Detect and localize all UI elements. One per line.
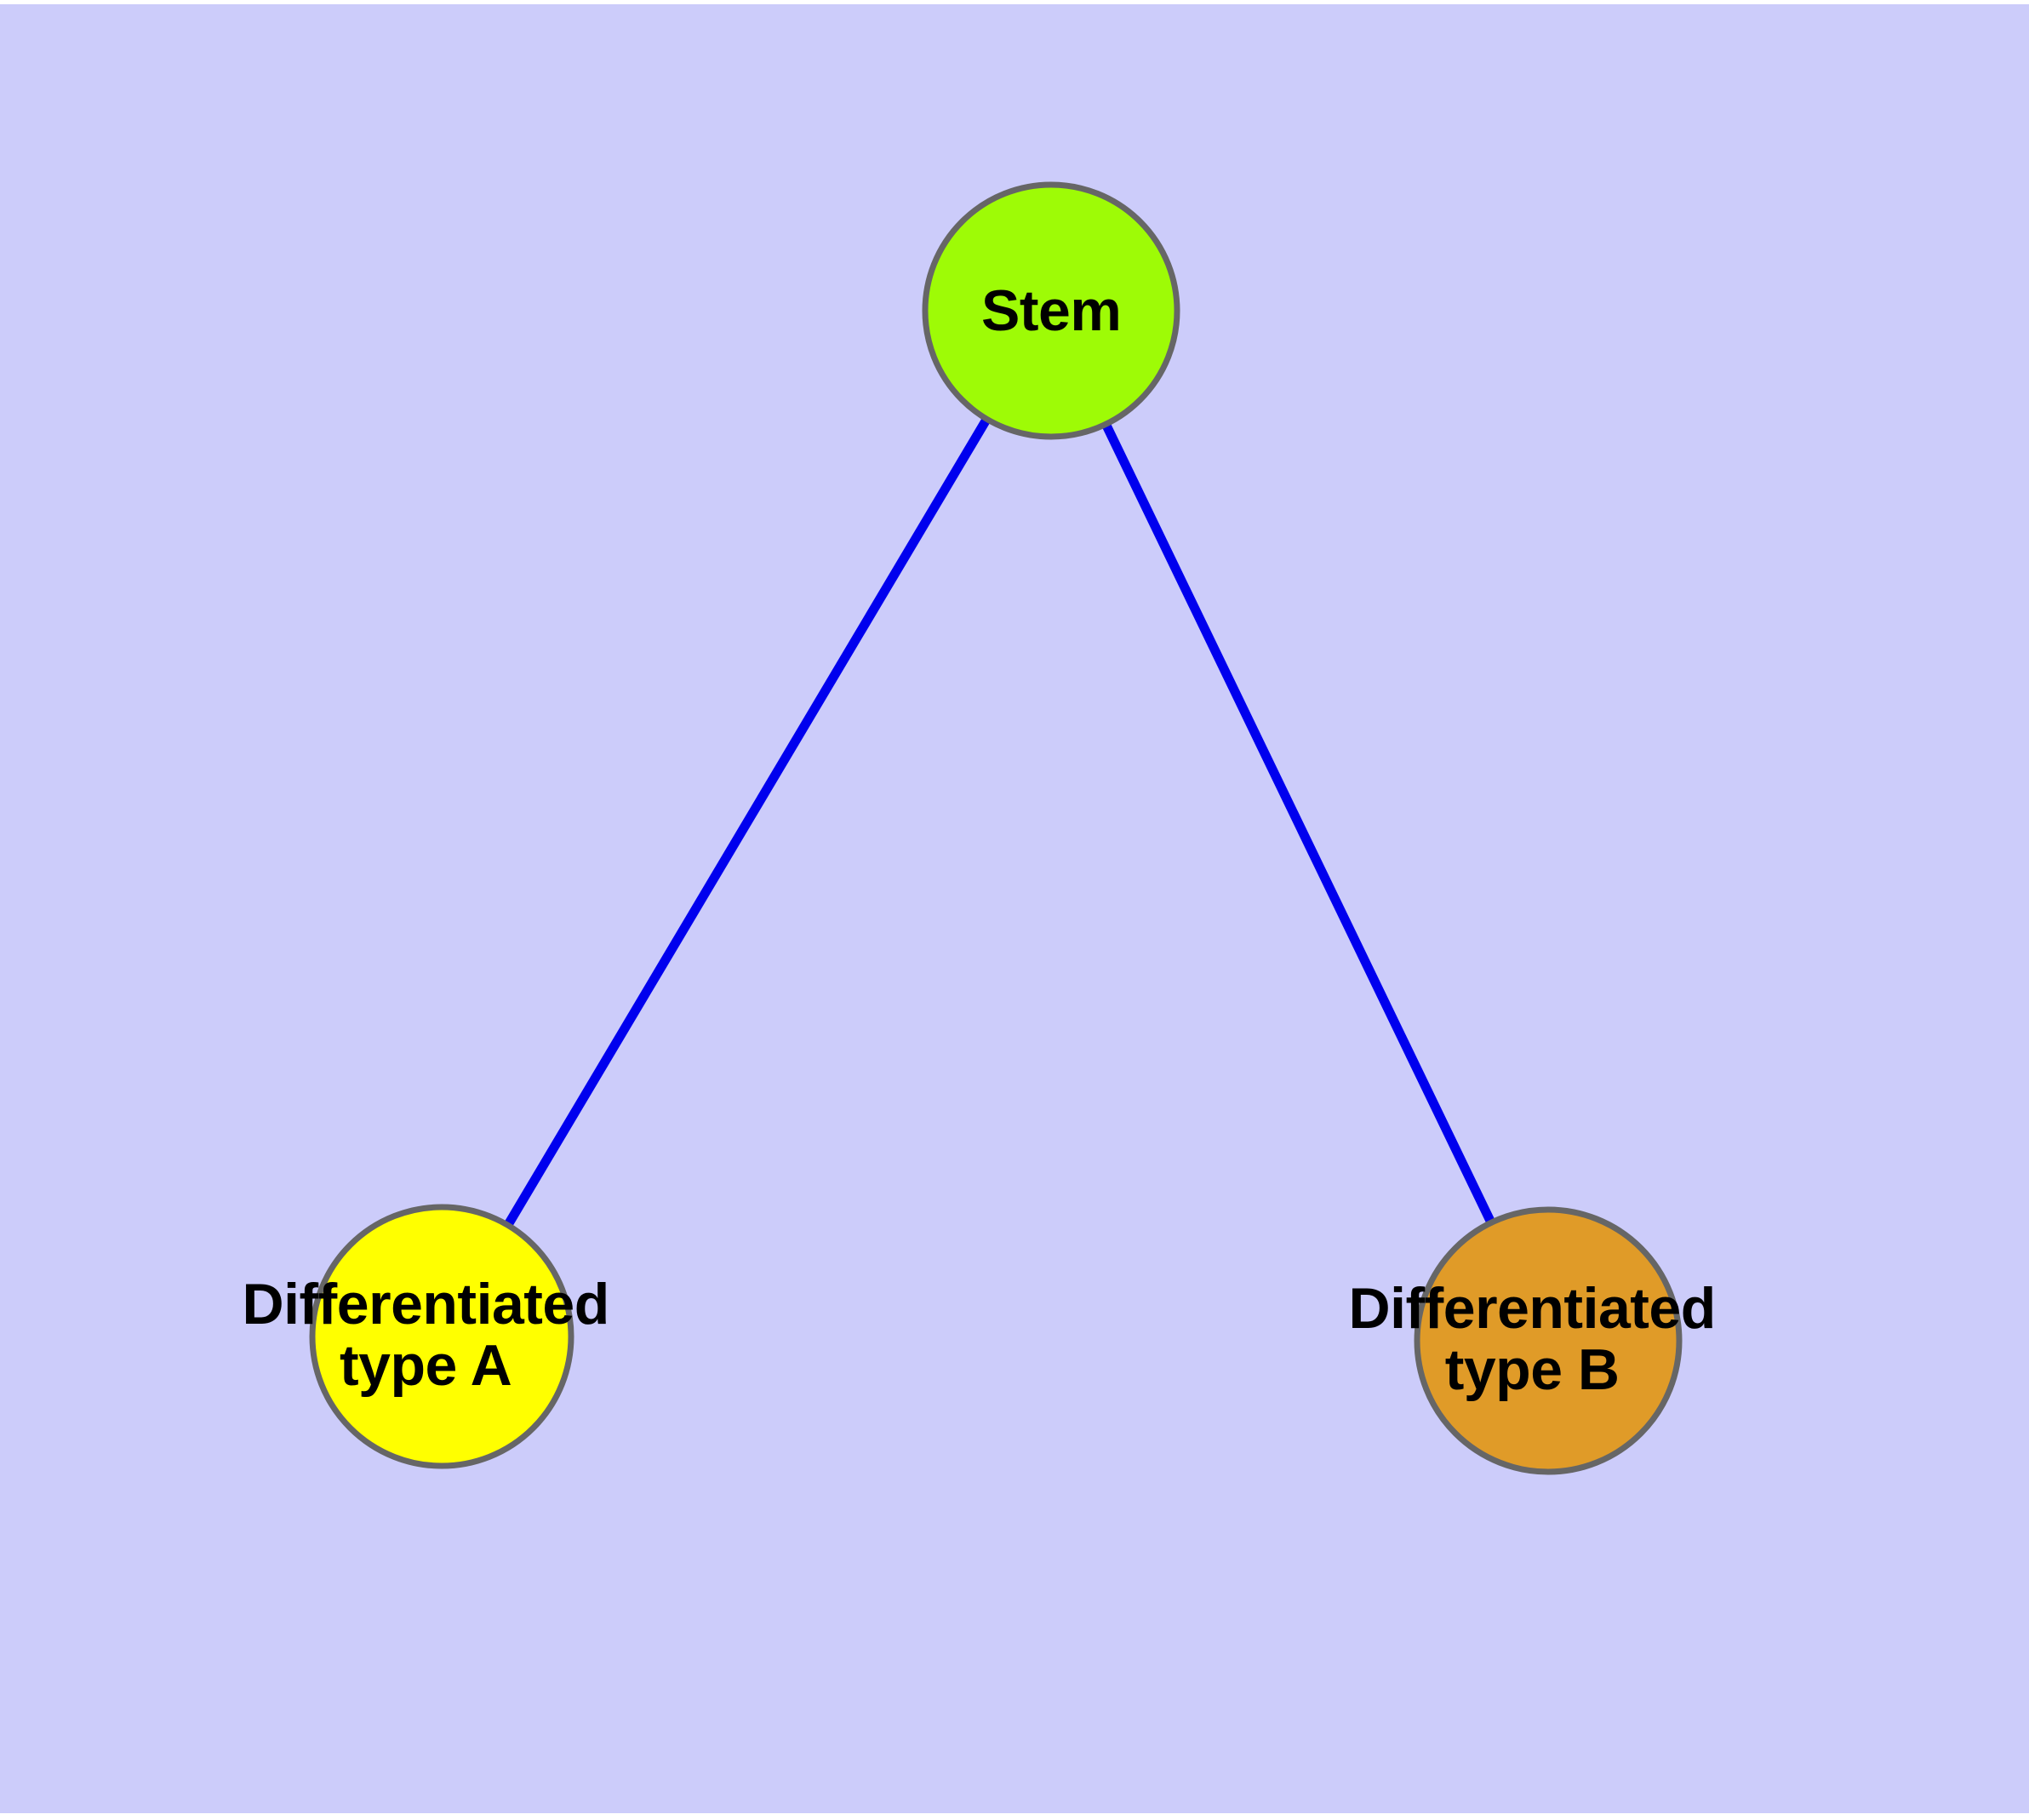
graph-edge-stem-diff_a[interactable] [437, 308, 1055, 1339]
edges-layer [437, 308, 1552, 1343]
graph-node-stem[interactable] [922, 181, 1180, 440]
nodes-layer [309, 181, 1683, 1475]
graph-node-diff_b[interactable] [1414, 1206, 1683, 1475]
graph-edge-stem-diff_b[interactable] [1047, 308, 1552, 1343]
graph-node-diff_a[interactable] [309, 1204, 574, 1469]
